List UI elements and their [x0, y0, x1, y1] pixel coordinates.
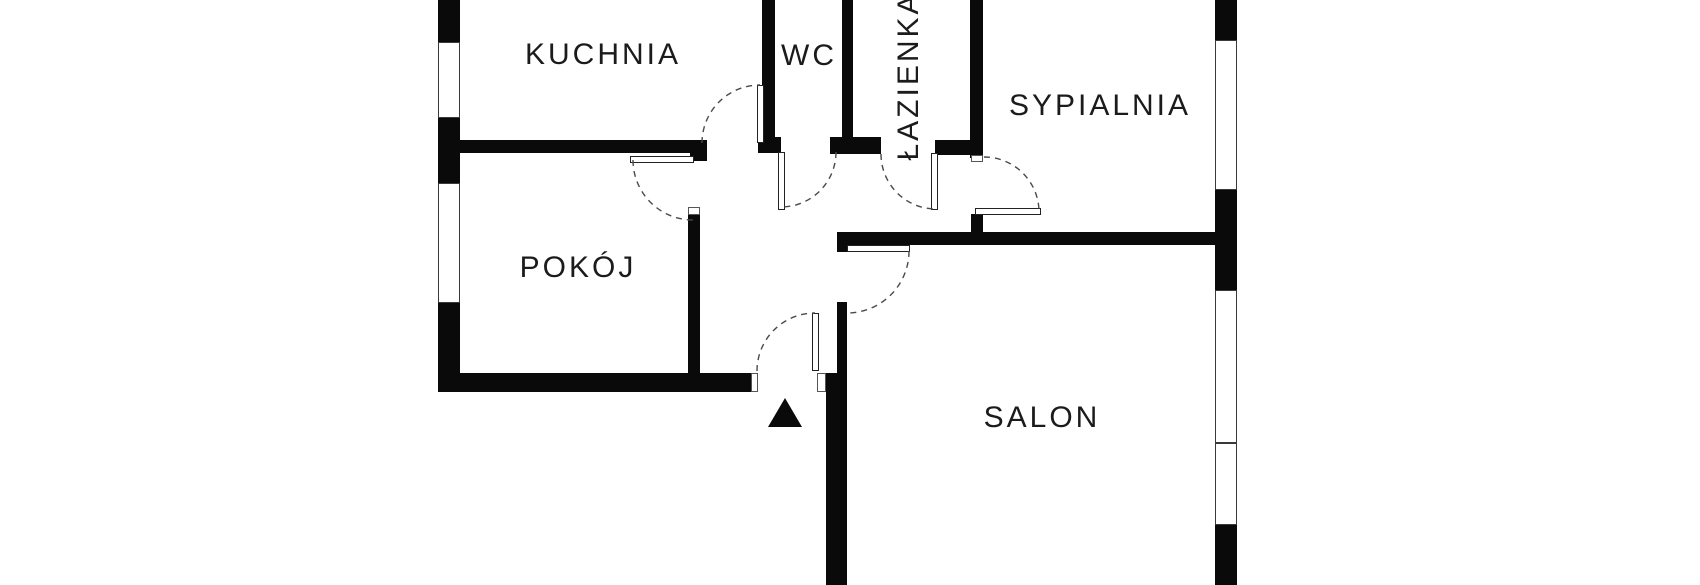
room-label-salon: SALON [983, 401, 1101, 434]
wall-salon-left-upper [837, 302, 847, 373]
window-right-lower [1215, 443, 1237, 525]
room-label-wc: WC [781, 39, 837, 72]
door-leaf-wc [778, 152, 785, 210]
wall-sypialnia-door-stub [971, 214, 983, 232]
wall-exterior-right-mid [1215, 190, 1237, 290]
door-swing-arc-wc [780, 151, 837, 208]
wall-exterior-bottom [438, 373, 754, 392]
room-label-pokoj: POKÓJ [519, 251, 637, 284]
door-swing-arc-entrance [756, 312, 816, 372]
wall-exterior-left-top [438, 0, 460, 42]
room-label-lazienka: ŁAZIENKA [892, 0, 925, 161]
sypialnia-door-frame [971, 155, 983, 162]
window-left-upper [438, 42, 460, 118]
entrance-arrow-icon [768, 398, 802, 427]
window-right-middle [1215, 290, 1237, 443]
door-leaf-salon [847, 245, 910, 252]
wall-pokoj-east [688, 215, 700, 373]
wall-exterior-right-top [1215, 0, 1237, 40]
room-label-sypialnia: SYPIALNIA [1008, 89, 1192, 122]
door-swing-arc-sypialnia [983, 156, 1040, 213]
wall-salon-north [837, 232, 1217, 245]
room-label-kuchnia: KUCHNIA [524, 38, 682, 71]
door-swing-arc-salon [846, 250, 910, 314]
wall-lazienka-south-west [830, 137, 881, 154]
window-right-upper [1215, 40, 1237, 190]
entrance-door-frame-right [817, 373, 826, 392]
door-leaf-kuchnia [757, 85, 764, 143]
door-leaf-pokoj [630, 156, 694, 163]
wall-kuchnia-south [438, 140, 707, 153]
door-swing-arc-kuchnia [701, 84, 761, 144]
wall-lazienka-sypialnia-divider [970, 0, 983, 158]
wall-salon-left-lower [826, 373, 847, 585]
door-leaf-lazienka [931, 153, 938, 210]
wall-lazienka-south-east [935, 140, 973, 155]
door-swing-arc-pokoj [632, 159, 694, 221]
wall-kuchnia-wc-divider [762, 0, 775, 137]
wall-wc-lazienka-divider [842, 0, 853, 137]
wall-exterior-right-bottom [1215, 525, 1237, 585]
wall-kuchnia-south-jamb [690, 153, 707, 161]
pokoj-door-frame [688, 207, 700, 215]
wall-exterior-left-bottom [438, 303, 460, 392]
door-leaf-entrance [812, 313, 819, 371]
entrance-door-frame-left [751, 373, 758, 392]
door-leaf-sypialnia [975, 208, 1041, 215]
door-swing-arc-lazienka [880, 153, 937, 210]
wall-salon-door-stub [837, 245, 847, 252]
window-left-lower [438, 183, 460, 303]
